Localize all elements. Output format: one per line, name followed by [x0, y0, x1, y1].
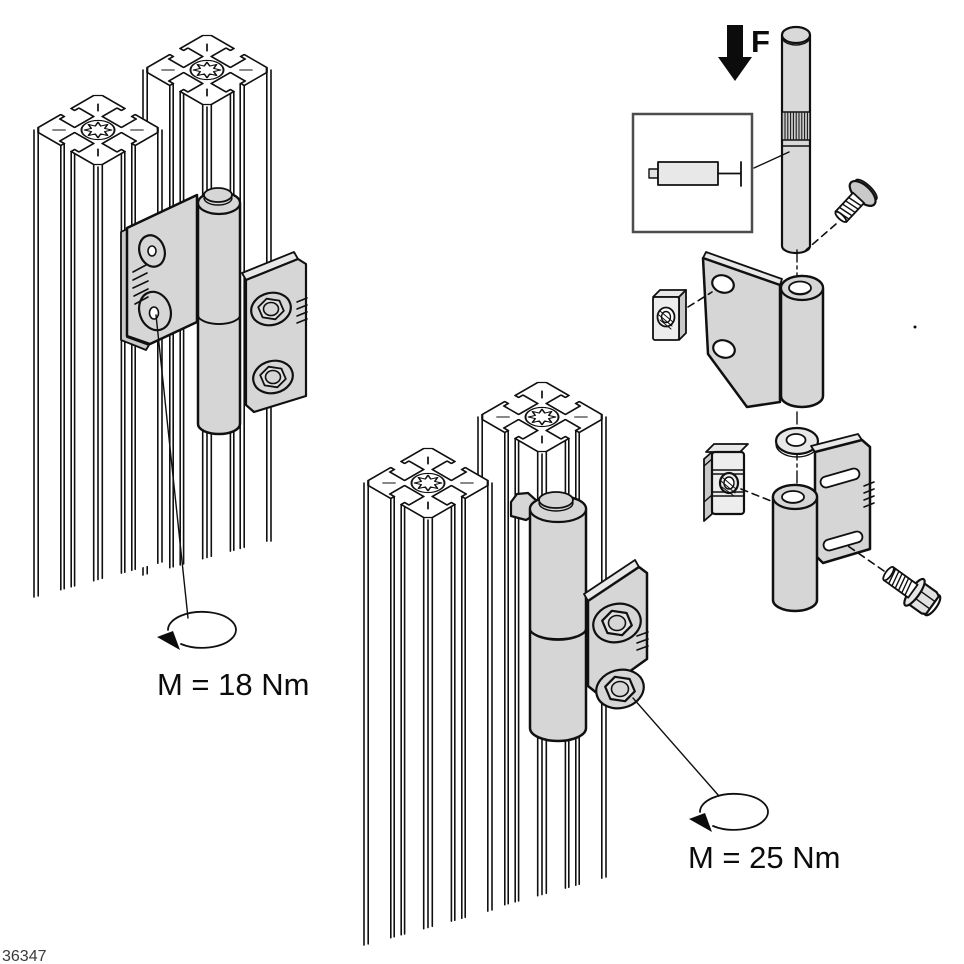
extrusion-profile-icon: [363, 446, 493, 946]
torque-symbol-icon: [157, 610, 237, 650]
hex-flange-bolt-icon: [882, 566, 942, 617]
hinge-pin-icon: [780, 25, 812, 255]
force-label: F: [751, 24, 770, 59]
pin-detail-inset: [631, 112, 754, 234]
assembly-dash-line: [687, 291, 713, 308]
assembly-dash-line: [740, 488, 772, 502]
torque-label-small: M = 18 Nm: [157, 667, 309, 702]
middle-assembly: M = 25 Nm: [363, 380, 840, 946]
hex-bolt-icon: [595, 668, 645, 710]
hex-bolt-icon: [250, 291, 292, 327]
leader-line: [155, 314, 189, 619]
force-arrow-icon: [718, 25, 752, 81]
detail-leader-line: [753, 151, 790, 169]
figure-number: 36347: [2, 948, 47, 964]
hex-bolt-icon: [592, 602, 642, 644]
countersunk-screw-icon: [834, 178, 878, 223]
assembly-dash-line: [805, 223, 837, 251]
upper-hinge-half-icon: [701, 251, 825, 409]
torque-symbol-icon: [689, 792, 769, 832]
small-hinge-icon: [120, 187, 308, 436]
pin-schematic-body: [657, 161, 719, 186]
torque-label-large: M = 25 Nm: [688, 840, 840, 875]
slot-nut-icon: [652, 289, 687, 341]
washer-icon: [774, 426, 820, 458]
leader-line: [632, 697, 720, 797]
lower-hinge-half-icon: [771, 433, 875, 613]
stray-dot: [913, 325, 917, 329]
t-slot-nut-icon: [703, 443, 749, 522]
left-assembly: M = 18 Nm: [33, 33, 309, 702]
pin-schematic-stub: [648, 168, 659, 179]
large-hinge-icon: [509, 491, 649, 743]
assembly-dash-line: [847, 545, 885, 572]
exploded-view: F: [631, 24, 942, 617]
hex-bolt-icon: [252, 359, 294, 395]
